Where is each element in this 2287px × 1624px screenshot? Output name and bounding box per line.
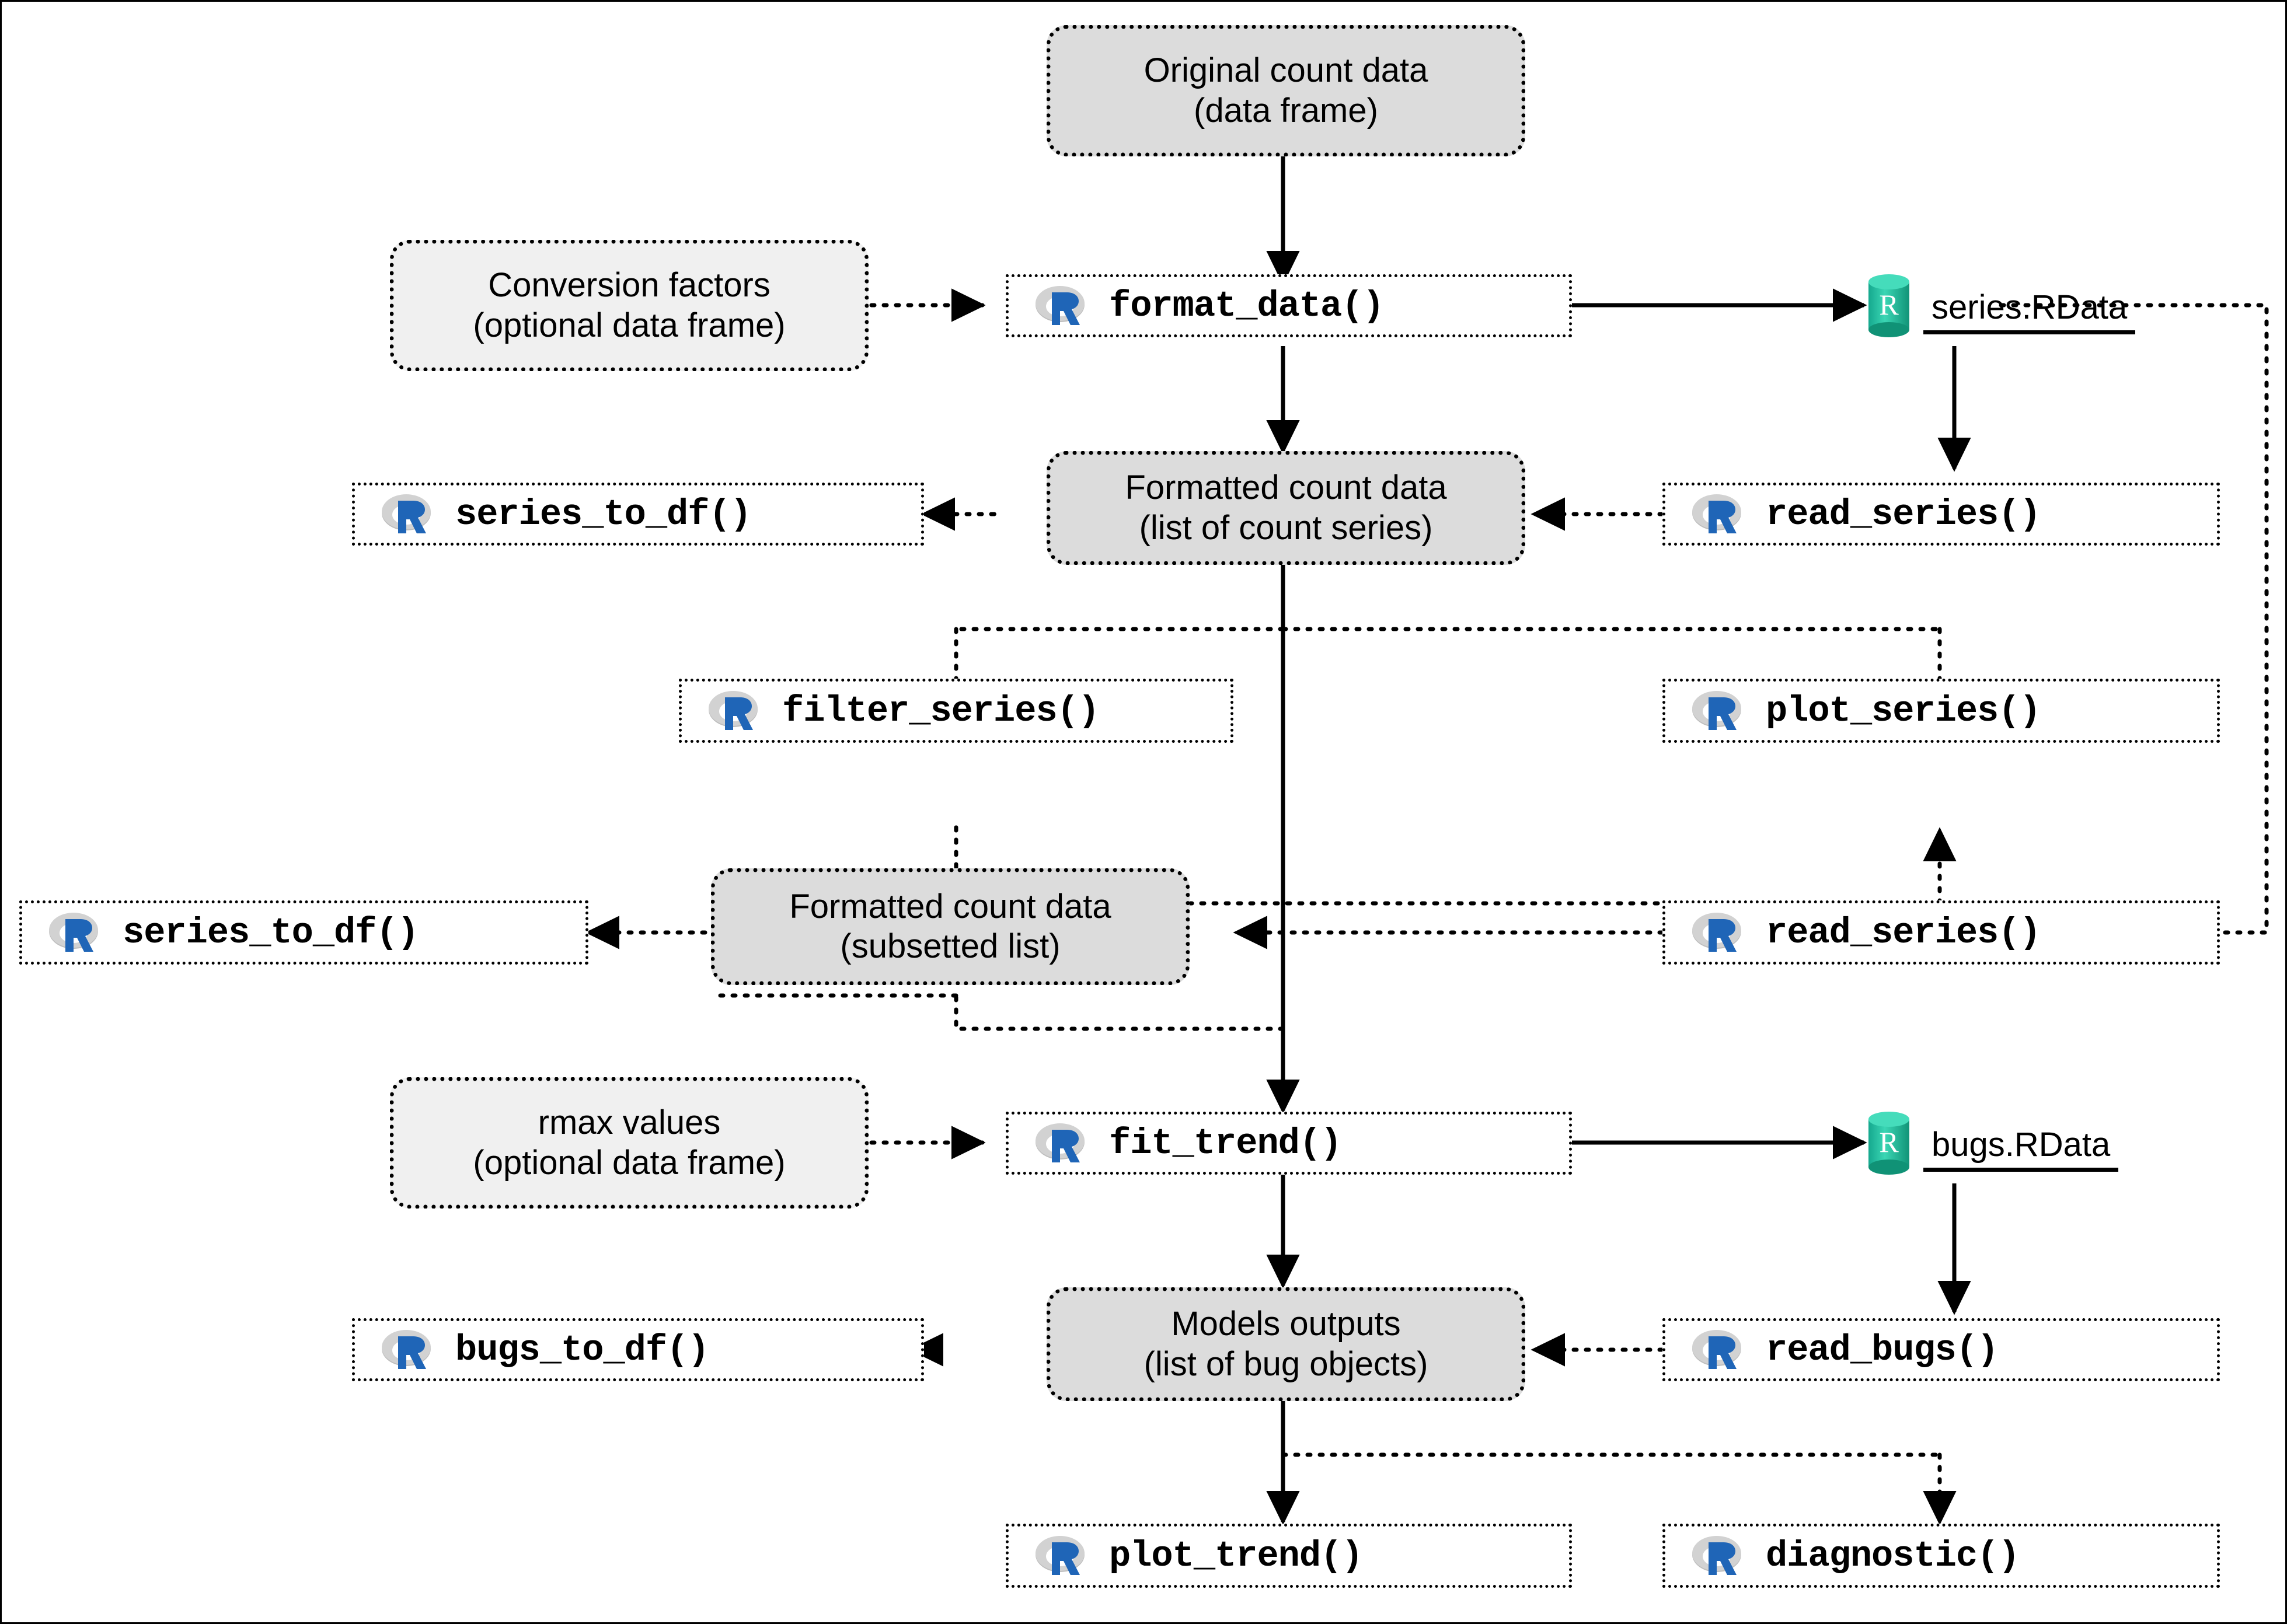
r-logo-icon (1691, 690, 1742, 731)
r-logo-icon (1034, 1535, 1086, 1576)
node-label: fit_trend() (1109, 1122, 1342, 1164)
node-formatted-count-list: Formatted count data (list of count seri… (1047, 451, 1525, 565)
node-series-rdata: R series.RData (1864, 270, 2214, 340)
node-label-line2: (list of count series) (1139, 508, 1433, 547)
node-read-series-mid[interactable]: read_series() (1662, 900, 2220, 965)
r-logo-icon (381, 1329, 432, 1370)
node-label-line1: rmax values (538, 1103, 721, 1142)
node-filter-series[interactable]: filter_series() (679, 679, 1233, 743)
route-series-rdata-to-read-series-mid (1727, 303, 2269, 935)
svg-text:R: R (1879, 1126, 1899, 1158)
node-label-line1: Models outputs (1171, 1305, 1401, 1343)
node-plot-trend[interactable]: plot_trend() (1006, 1524, 1572, 1588)
r-logo-icon (1691, 1329, 1742, 1370)
r-logo-icon (1691, 1535, 1742, 1576)
r-logo-icon (1034, 285, 1086, 326)
svg-text:R: R (1879, 288, 1899, 321)
node-original-count-data: Original count data (data frame) (1047, 25, 1525, 156)
node-label-line2: (subsetted list) (840, 927, 1061, 965)
r-logo-icon (48, 912, 99, 953)
node-label-line2: (optional data frame) (473, 306, 786, 344)
node-label: series.RData (1923, 288, 2136, 334)
node-label-line2: (list of bug objects) (1144, 1344, 1428, 1383)
node-label: filter_series() (782, 690, 1100, 732)
node-label: diagnostic() (1766, 1535, 2020, 1577)
node-label: bugs_to_df() (455, 1329, 709, 1371)
node-models-outputs: Models outputs (list of bug objects) (1047, 1287, 1525, 1401)
node-label: read_series() (1766, 911, 2041, 954)
r-logo-icon (381, 494, 432, 535)
r-logo-icon (707, 690, 759, 731)
dotted-edges (585, 288, 1957, 1525)
node-read-series-top[interactable]: read_series() (1662, 483, 2220, 546)
node-read-bugs[interactable]: read_bugs() (1662, 1318, 2220, 1381)
r-logo-icon (1691, 912, 1742, 953)
node-conversion-factors: Conversion factors (optional data frame) (390, 240, 869, 371)
node-diagnostic[interactable]: diagnostic() (1662, 1524, 2220, 1588)
node-label: series_to_df() (123, 911, 419, 954)
node-label-line1: Formatted count data (1125, 469, 1447, 507)
node-label-line2: (optional data frame) (473, 1143, 786, 1182)
node-bugs-rdata: R bugs.RData (1864, 1108, 2214, 1178)
node-fit-trend[interactable]: fit_trend() (1006, 1112, 1572, 1175)
node-plot-series[interactable]: plot_series() (1662, 679, 2220, 743)
rdata-database-icon: R (1864, 273, 1914, 338)
node-label: bugs.RData (1923, 1125, 2119, 1172)
r-logo-icon (1691, 494, 1742, 535)
rdata-database-icon: R (1864, 1110, 1914, 1175)
node-label: plot_series() (1766, 690, 2041, 732)
node-bugs-to-df[interactable]: bugs_to_df() (352, 1318, 924, 1381)
node-label-line2: (data frame) (1194, 91, 1378, 130)
node-label: read_series() (1766, 493, 2041, 535)
node-label-line1: Conversion factors (488, 266, 771, 305)
node-label-line1: Formatted count data (789, 887, 1111, 925)
node-formatted-count-subset: Formatted count data (subsetted list) (711, 868, 1190, 985)
node-label: format_data() (1109, 285, 1385, 327)
node-label: plot_trend() (1109, 1535, 1363, 1577)
node-label: series_to_df() (455, 493, 752, 535)
node-format-data[interactable]: format_data() (1006, 274, 1572, 337)
node-label-line1: Original count data (1144, 51, 1428, 90)
node-series-to-df-top[interactable]: series_to_df() (352, 483, 924, 546)
r-logo-icon (1034, 1123, 1086, 1164)
node-rmax-values: rmax values (optional data frame) (390, 1077, 869, 1209)
node-series-to-df-mid[interactable]: series_to_df() (19, 900, 588, 965)
node-label: read_bugs() (1766, 1329, 1999, 1371)
solid-edges (1266, 156, 1971, 1525)
